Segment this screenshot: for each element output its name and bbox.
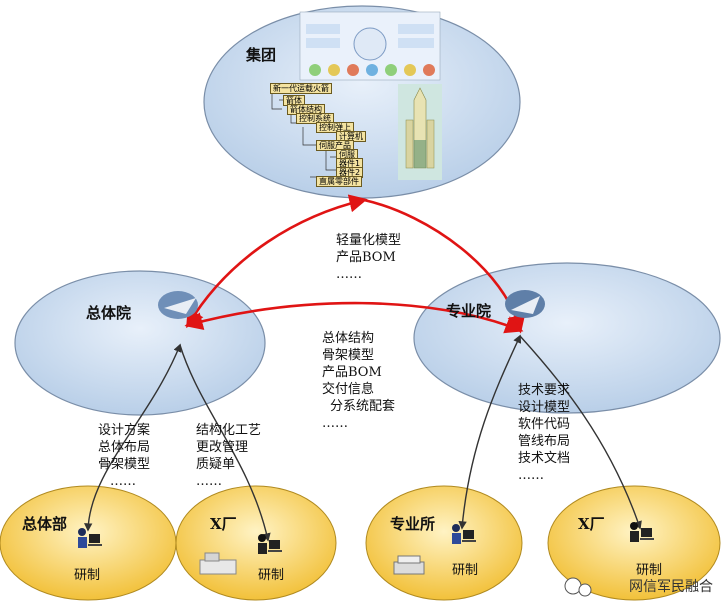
red-arrow-between-institutes [184,301,524,334]
flow-dept-to-system: 设计方案 总体布局 骨架模型 …… [98,422,150,490]
engineer-icon-4 [630,522,654,542]
machine-tool-icon [199,552,237,575]
tree-node: 新一代运载火箭 [270,83,332,94]
flow-between-institutes: 总体结构 骨架模型 产品BOM 交付信息 分系统配套 …… [322,330,395,432]
flow-line: 产品BOM [336,250,396,265]
flow-line: …… [518,468,544,483]
flow-line: 软件代码 [518,417,571,432]
research-label-2: 研制 [258,568,285,583]
tree-node: 控制弹上 [316,122,354,133]
flow-line: 轻量化模型 [336,233,402,248]
flow-line: 结构化工艺 [196,423,262,438]
system-institute-label: 总体院 [86,304,132,322]
tree-node: 控制系统 [296,113,334,124]
dashboard-thumbnail [299,11,441,81]
flow-to-group: 轻量化模型 产品BOM …… [336,232,401,283]
research-label-3: 研制 [452,563,479,578]
tree-node: 伺服产品 [316,140,354,151]
watermark-text: 网信军民融合 [629,579,713,595]
tree-node: 直属零部件 [316,176,362,187]
specialty-institute-logo [505,290,545,318]
red-arrow-system-to-group [186,194,368,329]
flow-line: 更改管理 [196,440,249,455]
printer-icon [393,555,425,575]
flow-factory-to-system: 结构化工艺 更改管理 质疑单 …… [196,422,261,490]
factory-left-ellipse [175,485,337,601]
engineer-icon-1 [78,528,102,548]
gray-arrow-dept-to-system [84,343,182,532]
flow-office-to-specialty: 技术要求 设计模型 软件代码 管线布局 技术文档 …… [518,382,570,484]
rocket-model-image [398,84,442,180]
gray-arrow-factory-to-system [179,344,271,542]
flow-line: 总体结构 [322,331,375,346]
flow-line: 设计模型 [518,400,571,415]
flow-line: …… [322,416,348,431]
gray-arrow-office-to-specialty [458,334,522,530]
gray-arrow-factory-to-specialty [519,335,642,530]
flow-line: 技术要求 [518,383,571,398]
flow-line: 管线布局 [518,434,571,449]
flow-line: 总体布局 [98,440,151,455]
factory-right-label: X厂 [578,515,605,533]
flow-line: …… [336,267,362,282]
flow-line: 质疑单 [196,457,236,472]
wechat-icon [564,577,592,597]
engineer-icon-3 [452,524,476,544]
research-label-1: 研制 [74,568,101,583]
flow-line: 设计方案 [98,423,151,438]
flow-line: …… [110,474,136,489]
system-institute-logo [158,291,198,319]
flow-line: 骨架模型 [98,457,151,472]
factory-left-label: X厂 [210,515,237,533]
group-label: 集团 [246,46,277,64]
engineer-icon-2 [258,534,282,554]
flow-line: 骨架模型 [322,348,375,363]
system-institute-ellipse [14,270,266,416]
flow-line: 分系统配套 [330,399,396,414]
specialty-office-label: 专业所 [390,515,436,533]
system-dept-label: 总体部 [22,515,68,533]
flow-line: 产品BOM [322,365,382,380]
flow-line: 交付信息 [322,382,375,397]
specialty-office-ellipse [365,485,523,601]
research-label-4: 研制 [636,563,663,578]
specialty-institute-label: 专业院 [446,302,492,320]
flow-line: …… [196,474,222,489]
flow-line: 技术文档 [518,451,571,466]
factory-right-ellipse [547,485,721,601]
